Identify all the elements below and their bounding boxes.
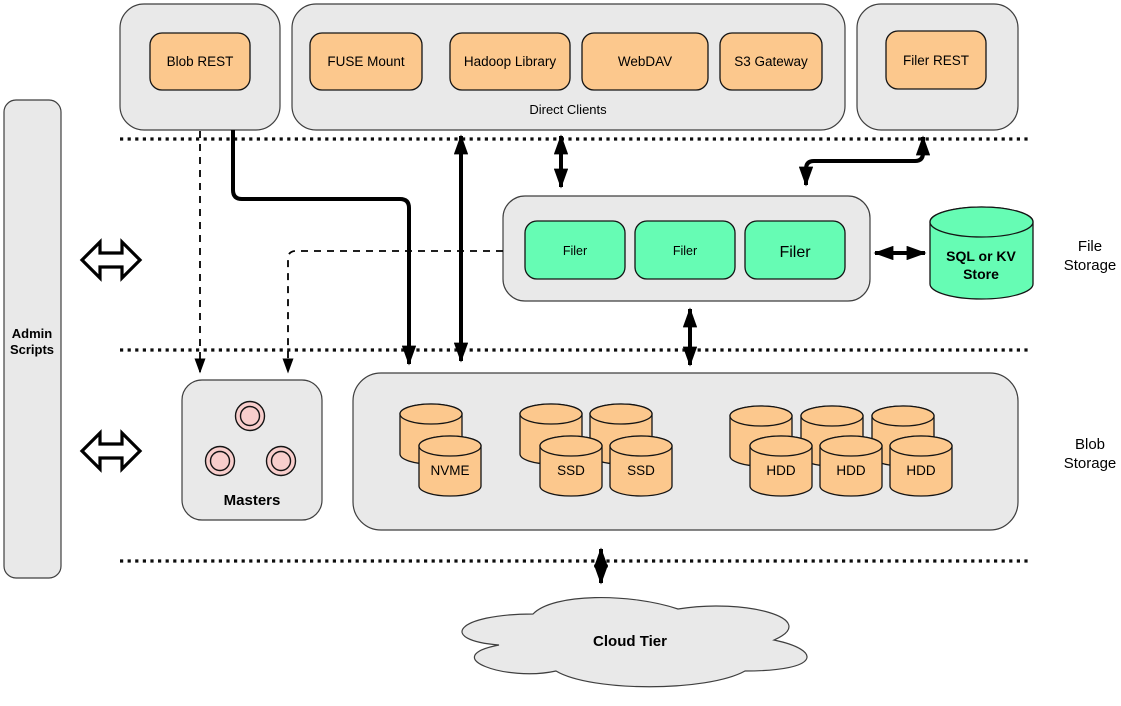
- file-storage-section-label: File Storage: [1064, 238, 1117, 274]
- blob-storage-label-line1: Blob: [1075, 436, 1105, 453]
- cloud-tier-label: Cloud Tier: [593, 633, 667, 650]
- s3-gateway-node: [719, 32, 823, 91]
- blob-rest-node: [149, 32, 251, 91]
- blob-storage-section-label: Blob Storage: [1064, 436, 1117, 472]
- blob-rest-group: Blob REST: [119, 3, 281, 131]
- filer-label-1: Filer: [563, 244, 587, 258]
- hdd-label-3: HDD: [906, 463, 935, 478]
- masters-container: [181, 379, 323, 521]
- cloud-shape: [461, 596, 808, 688]
- sql-kv-cylinder-top: [929, 206, 1034, 238]
- direct-clients-label: Direct Clients: [529, 102, 607, 117]
- webdav-label: WebDAV: [618, 54, 672, 69]
- blob-storage-group: NVME SSD SSD HDD HDD HDD: [352, 372, 1019, 531]
- hadoop-library-label: Hadoop Library: [464, 54, 557, 69]
- masters-group: Masters: [181, 379, 323, 521]
- filer-node-2: [634, 220, 736, 280]
- master-node-1-inner: [239, 405, 261, 427]
- filer-rest-group: Filer REST: [856, 3, 1019, 131]
- fuse-mount-node: [309, 32, 423, 91]
- ssd-label-2: SSD: [627, 463, 655, 478]
- sql-kv-label-line1: SQL or KV: [946, 248, 1016, 264]
- filer-node-3: [744, 220, 846, 280]
- fuse-mount-label: FUSE Mount: [327, 54, 405, 69]
- master-node-3-inner: [270, 450, 292, 472]
- hdd-back-cylinder-2-top: [800, 405, 864, 427]
- nvme-cylinder-top: [418, 435, 482, 457]
- filer-label-2: Filer: [673, 244, 697, 258]
- filer-label-3: Filer: [779, 244, 811, 261]
- admin-scripts-panel: Admin Scripts: [3, 99, 62, 579]
- ssd-back-cylinder-1-top: [519, 403, 583, 425]
- hdd-cylinder-3-top: [889, 435, 953, 457]
- masters-label: Masters: [224, 492, 281, 509]
- hdd-back-cylinder-3-top: [871, 405, 935, 427]
- nvme-label: NVME: [430, 463, 469, 478]
- arrow-filer-to-filer-rest: [798, 135, 931, 187]
- admin-blob-tier-double-arrow-icon: [79, 429, 143, 473]
- filer-node-1: [524, 220, 626, 280]
- file-storage-label-line1: File: [1078, 238, 1102, 255]
- s3-gateway-label: S3 Gateway: [734, 54, 808, 69]
- ssd-cylinder-2-top: [609, 435, 673, 457]
- hadoop-library-node: [449, 32, 571, 91]
- cloud-tier-group: Cloud Tier: [461, 596, 808, 688]
- hdd-label-2: HDD: [836, 463, 865, 478]
- hdd-label-1: HDD: [766, 463, 795, 478]
- admin-scripts-box: [3, 99, 62, 579]
- ssd-cylinder-1-top: [539, 435, 603, 457]
- admin-scripts-label-line2: Scripts: [10, 342, 54, 357]
- nvme-back-cylinder-top: [399, 403, 463, 425]
- filer-rest-label: Filer REST: [903, 53, 969, 68]
- hdd-back-cylinder-1-top: [729, 405, 793, 427]
- hdd-cylinder-1-top: [749, 435, 813, 457]
- arrow-blob-rest-to-blob-storage: [231, 130, 417, 366]
- filer-rest-node: [885, 30, 987, 90]
- hdd-cylinder-2-top: [819, 435, 883, 457]
- file-storage-label-line2: Storage: [1064, 257, 1117, 274]
- admin-scripts-label-line1: Admin: [12, 326, 53, 341]
- ssd-back-cylinder-2-top: [589, 403, 653, 425]
- filer-cluster-group: Filer Filer Filer: [502, 195, 871, 302]
- master-node-2-inner: [209, 450, 231, 472]
- blob-storage-label-line2: Storage: [1064, 455, 1117, 472]
- sql-kv-store: SQL or KV Store: [929, 206, 1034, 300]
- sql-kv-label-line2: Store: [963, 266, 999, 282]
- webdav-node: [581, 32, 709, 91]
- direct-clients-group: FUSE Mount Hadoop Library WebDAV S3 Gate…: [291, 3, 846, 131]
- ssd-label-1: SSD: [557, 463, 585, 478]
- admin-file-tier-double-arrow-icon: [79, 238, 143, 282]
- blob-rest-label: Blob REST: [167, 54, 234, 69]
- arrow-filer-to-masters: [282, 250, 503, 374]
